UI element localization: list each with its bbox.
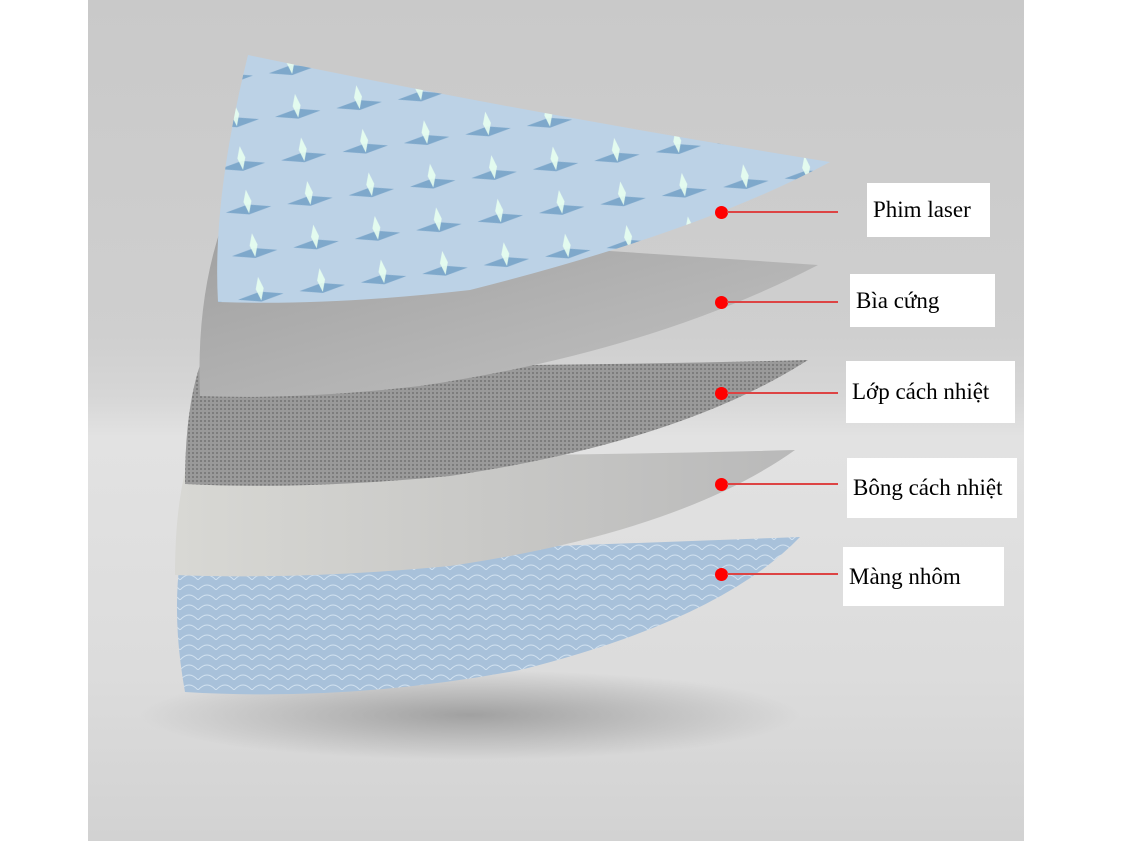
- leader-line: [727, 573, 838, 575]
- leader-line: [727, 211, 838, 213]
- label-lop-cach-nhiet: Lớp cách nhiệt: [846, 361, 1015, 423]
- marker-dot-lop-cach-nhiet: [715, 387, 728, 400]
- marker-dot-bong-cach-nhiet: [715, 478, 728, 491]
- marker-dot-phim-laser: [715, 206, 728, 219]
- leader-line: [727, 392, 838, 394]
- leader-line: [727, 301, 838, 303]
- leader-line: [727, 483, 838, 485]
- marker-dot-bia-cung: [715, 296, 728, 309]
- marker-dot-mang-nhom: [715, 568, 728, 581]
- label-bong-cach-nhiet: Bông cách nhiệt: [847, 458, 1017, 518]
- layer-phim-laser: [217, 55, 831, 303]
- label-mang-nhom: Màng nhôm: [843, 547, 1004, 606]
- layer-mang-nhom: [176, 537, 800, 695]
- label-bia-cung: Bìa cứng: [850, 274, 995, 327]
- label-phim-laser: Phim laser: [867, 183, 990, 237]
